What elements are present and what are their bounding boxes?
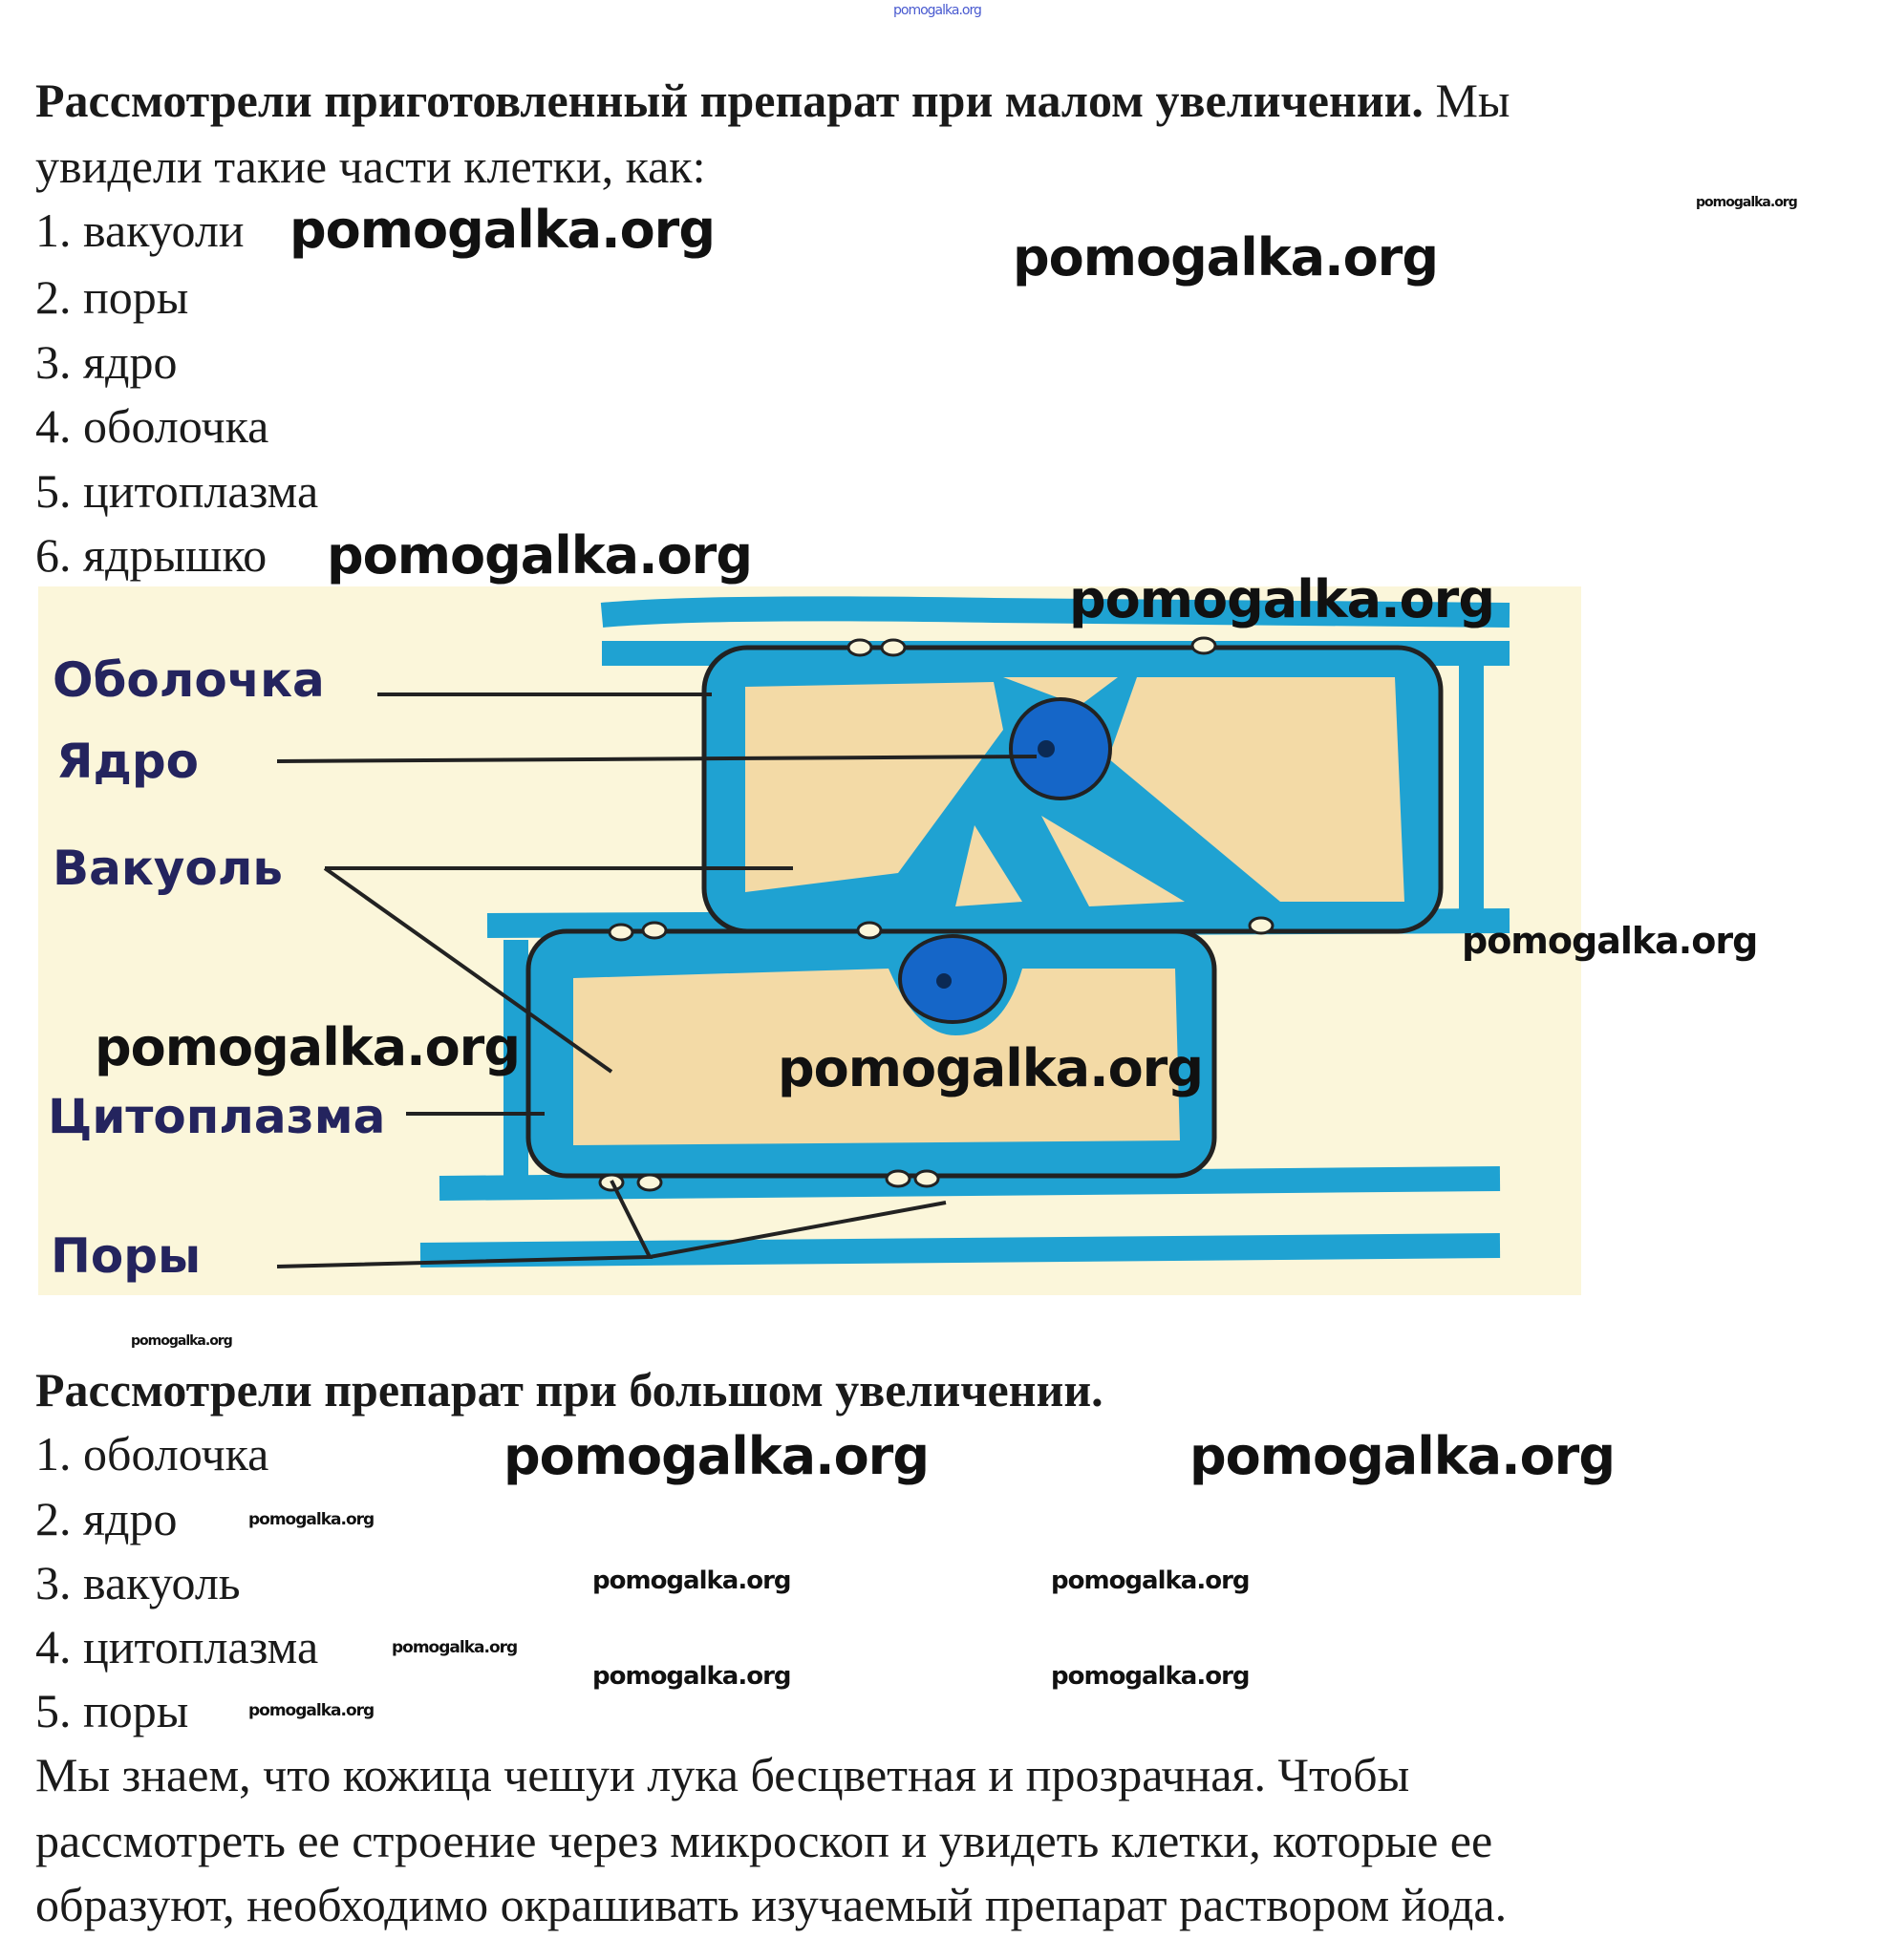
list-item: 4. цитоплазма <box>35 1620 319 1673</box>
intro-text: увидели такие части клетки, как: <box>35 139 706 193</box>
watermark: pomogalka.org <box>248 1701 375 1720</box>
paragraph-line: образуют, необходимо окрашивать изучаемы… <box>35 1878 1508 1931</box>
list-item: 3. вакуоль <box>35 1556 241 1609</box>
nucleus <box>898 934 1007 1024</box>
lower-cell <box>525 928 1217 1179</box>
list-item: 2. поры <box>35 270 189 324</box>
list-item: 6. ядрышко <box>35 528 268 582</box>
watermark: pomogalka.org <box>1189 1426 1616 1486</box>
heading-rest: Мы <box>1423 74 1510 127</box>
onion-cell-diagram: Оболочка Ядро Вакуоль Цитоплазма Поры <box>38 586 1581 1295</box>
nucleolus <box>1038 740 1055 757</box>
watermark: pomogalka.org <box>592 1566 792 1595</box>
watermark: pomogalka.org <box>1051 1566 1251 1595</box>
upper-cell <box>701 645 1444 934</box>
nucleolus <box>936 973 952 989</box>
watermark: pomogalka.org <box>392 1638 518 1657</box>
list-item: 5. поры <box>35 1684 189 1737</box>
watermark: pomogalka.org <box>592 1662 792 1691</box>
watermark: pomogalka.org <box>131 1333 233 1349</box>
paragraph-line: рассмотреть ее строение через микроскоп … <box>35 1814 1493 1867</box>
paragraph-line: Мы знаем, что кожица чешуи лука бесцветн… <box>35 1748 1410 1801</box>
list-item: 5. цитоплазма <box>35 464 319 518</box>
section1-heading: Рассмотрели приготовленный препарат при … <box>35 70 1510 131</box>
watermark: pomogalka.org <box>1696 195 1798 210</box>
leader-lines <box>276 692 1038 1268</box>
watermark: pomogalka.org <box>327 525 753 586</box>
watermark: pomogalka.org <box>95 1017 521 1077</box>
pores <box>598 636 1275 1192</box>
label-nucleus: Ядро <box>56 734 199 789</box>
watermark: pomogalka.org <box>1462 920 1758 962</box>
list-item: 2. ядро <box>35 1492 178 1545</box>
list-item: 1. вакуоли <box>35 203 245 257</box>
nucleus <box>1009 697 1112 800</box>
section2-heading: Рассмотрели препарат при большом увеличе… <box>35 1363 1103 1417</box>
label-membrane: Оболочка <box>53 652 325 708</box>
watermark: pomogalka.org <box>1013 227 1439 288</box>
heading-bold: Рассмотрели приготовленный препарат при … <box>35 74 1424 127</box>
list-item: 1. оболочка <box>35 1427 269 1481</box>
watermark: pomogalka.org <box>503 1426 930 1486</box>
list-item: 4. оболочка <box>35 399 269 453</box>
watermark: pomogalka.org <box>248 1510 375 1529</box>
watermark: pomogalka.org <box>778 1038 1204 1098</box>
label-cytoplasm: Цитоплазма <box>48 1089 385 1144</box>
label-pores: Поры <box>51 1228 201 1284</box>
watermark: pomogalka.org <box>1069 569 1495 629</box>
watermark: pomogalka.org <box>1051 1662 1251 1691</box>
label-vacuole: Вакуоль <box>53 841 283 896</box>
watermark: pomogalka.org <box>289 200 716 260</box>
list-item: 3. ядро <box>35 335 178 389</box>
watermark: pomogalka.org <box>893 3 982 18</box>
